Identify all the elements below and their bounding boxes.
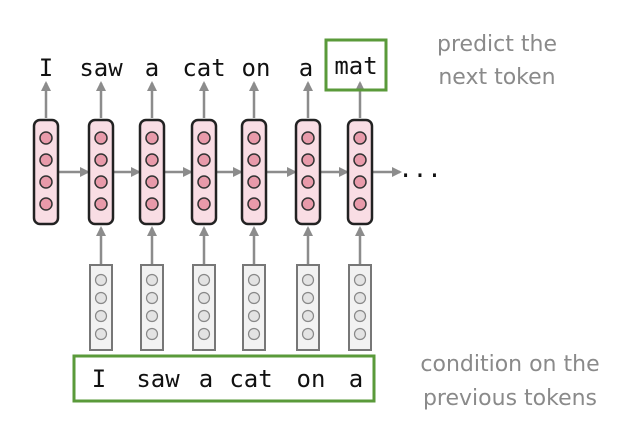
embedding-unit [145, 291, 159, 305]
hidden-state-box [32, 118, 60, 226]
input-embeddings [89, 264, 372, 351]
embedding-unit [353, 273, 367, 287]
hidden-unit [197, 175, 211, 189]
hidden-state-box [346, 118, 374, 226]
hidden-unit [247, 175, 261, 189]
embedding-unit [94, 291, 108, 305]
hidden-unit [94, 131, 108, 145]
hidden-unit [39, 175, 53, 189]
output-token: on [242, 54, 271, 82]
input-embedding-box [296, 264, 320, 351]
predicted-token: mat [334, 52, 377, 80]
hidden-unit [145, 197, 159, 211]
hidden-unit [353, 197, 367, 211]
hidden-unit [247, 197, 261, 211]
embedding-unit [353, 327, 367, 341]
input-token: a [349, 365, 363, 393]
input-embedding-box [348, 264, 372, 351]
hidden-unit [197, 197, 211, 211]
input-token: a [199, 365, 213, 393]
embedding-unit [247, 309, 261, 323]
hidden-state-box [138, 118, 166, 226]
hidden-unit [353, 131, 367, 145]
hidden-unit [301, 131, 315, 145]
predict-annotation-line2: next token [438, 65, 555, 90]
hidden-unit [247, 131, 261, 145]
condition-annotation-line1: condition on the [420, 352, 599, 377]
input-token: cat [229, 365, 272, 393]
hidden-unit [39, 153, 53, 167]
predicted-token-highlight [324, 38, 388, 92]
embedding-unit [353, 309, 367, 323]
hidden-unit [94, 197, 108, 211]
predict-annotation-line1: predict the [437, 32, 557, 57]
embedding-unit [301, 273, 315, 287]
embedding-unit [197, 309, 211, 323]
embedding-unit [301, 309, 315, 323]
hidden-unit [353, 153, 367, 167]
hidden-unit [301, 153, 315, 167]
hidden-unit [197, 153, 211, 167]
hidden-unit [247, 153, 261, 167]
hidden-state-box [240, 118, 268, 226]
embedding-unit [301, 327, 315, 341]
input-embedding-box [242, 264, 266, 351]
hidden-unit [145, 175, 159, 189]
hidden-unit [197, 131, 211, 145]
hidden-unit [39, 197, 53, 211]
embedding-unit [247, 273, 261, 287]
hidden-unit [353, 175, 367, 189]
embedding-unit [94, 309, 108, 323]
input-tokens: I saw a cat on a [92, 365, 363, 393]
hidden-unit [94, 175, 108, 189]
embedding-unit [197, 291, 211, 305]
hidden-unit [145, 131, 159, 145]
input-embedding-box [89, 264, 113, 351]
hidden-unit [301, 197, 315, 211]
output-token: saw [79, 54, 123, 82]
output-token: a [145, 54, 159, 82]
hidden-states [32, 118, 374, 226]
embedding-unit [247, 291, 261, 305]
hidden-state-box [294, 118, 322, 226]
ellipsis: ... [398, 155, 441, 183]
embedding-unit [247, 327, 261, 341]
hidden-unit [301, 175, 315, 189]
output-token: I [39, 54, 53, 82]
embedding-unit [353, 291, 367, 305]
embedding-unit [94, 273, 108, 287]
input-embedding-box [192, 264, 216, 351]
hidden-unit [39, 131, 53, 145]
embedding-unit [301, 291, 315, 305]
input-token: saw [136, 365, 180, 393]
input-embedding-box [140, 264, 164, 351]
hidden-unit [145, 153, 159, 167]
embedding-unit [197, 273, 211, 287]
embedding-unit [94, 327, 108, 341]
output-tokens: I saw a cat on a mat [39, 52, 378, 82]
hidden-state-box [87, 118, 115, 226]
hidden-state-box [190, 118, 218, 226]
condition-tokens-highlight [72, 354, 376, 403]
output-token: cat [182, 54, 225, 82]
input-token: I [92, 365, 106, 393]
embedding-unit [145, 327, 159, 341]
hidden-unit [94, 153, 108, 167]
embedding-unit [197, 327, 211, 341]
output-token: a [299, 54, 313, 82]
condition-annotation-line2: previous tokens [423, 386, 597, 411]
embedding-unit [145, 309, 159, 323]
input-token: on [297, 365, 326, 393]
embedding-unit [145, 273, 159, 287]
vertical-connections [41, 81, 365, 264]
